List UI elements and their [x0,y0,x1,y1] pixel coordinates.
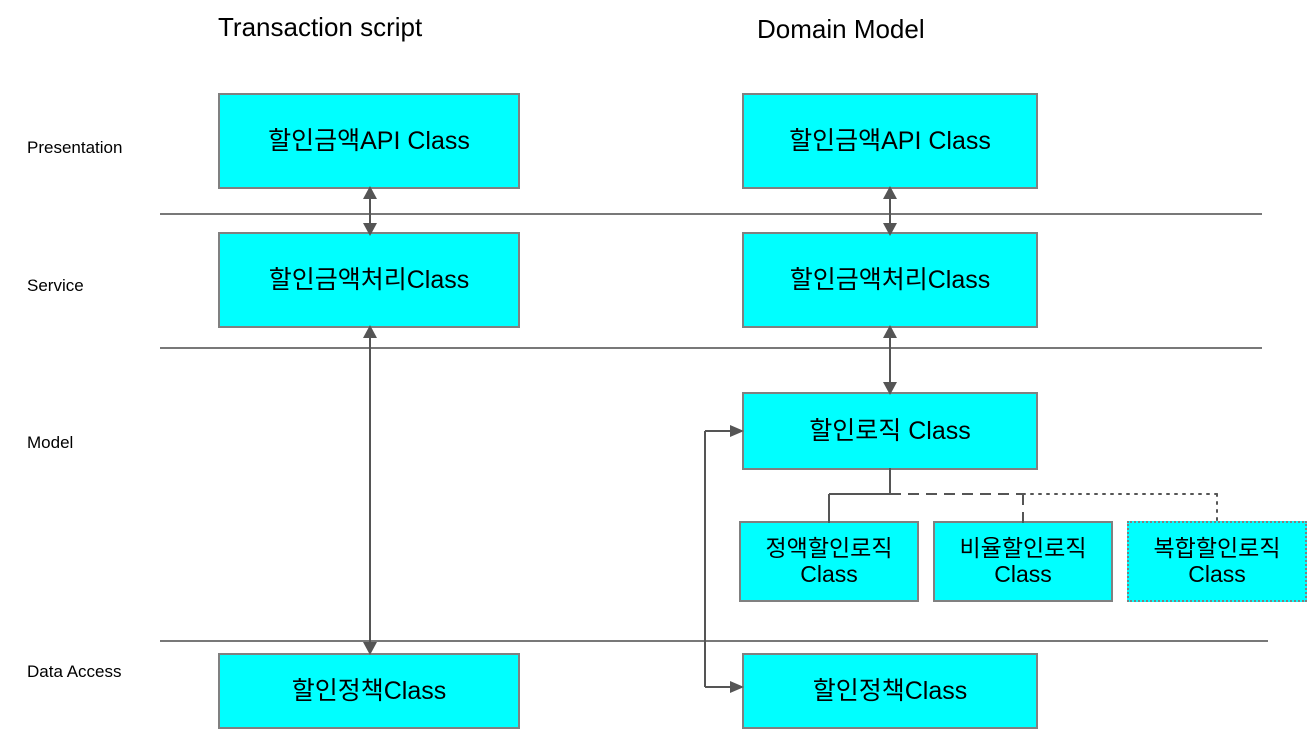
class-box-ts-policy[interactable]: 할인정책Class [218,653,520,729]
class-box-dm-logic[interactable]: 할인로직 Class [742,392,1038,470]
layer-divider-presentation-service [160,213,1262,215]
column-title-domain-model: Domain Model [757,14,925,44]
class-box-dm-policy[interactable]: 할인정책Class [742,653,1038,729]
layer-divider-service-model [160,347,1262,349]
column-title-transaction-script: Transaction script [218,12,423,42]
connector-ts-api-to-service [358,186,382,236]
connector-ts-service-to-policy [358,325,382,655]
layer-label-model: Model [27,433,74,452]
class-box-dm-service[interactable]: 할인금액처리Class [742,232,1038,328]
class-box-dm-composite-discount[interactable]: 복합할인로직 Class [1127,521,1307,602]
connector-dm-logic-subclasses [730,468,1313,526]
class-box-ts-service[interactable]: 할인금액처리Class [218,232,520,328]
class-box-dm-api[interactable]: 할인금액API Class [742,93,1038,189]
layer-label-data-access: Data Access [27,662,122,681]
layer-label-service: Service [27,276,84,295]
connector-dm-policy-to-logic [698,420,758,695]
class-box-dm-rate-discount[interactable]: 비율할인로직 Class [933,521,1113,602]
connector-dm-api-to-service [878,186,902,236]
class-box-dm-fixed-discount[interactable]: 정액할인로직 Class [739,521,919,602]
connector-dm-service-to-logic [878,325,902,395]
class-box-ts-api[interactable]: 할인금액API Class [218,93,520,189]
layer-label-presentation: Presentation [27,138,123,157]
layer-divider-model-data-access [160,640,1268,642]
